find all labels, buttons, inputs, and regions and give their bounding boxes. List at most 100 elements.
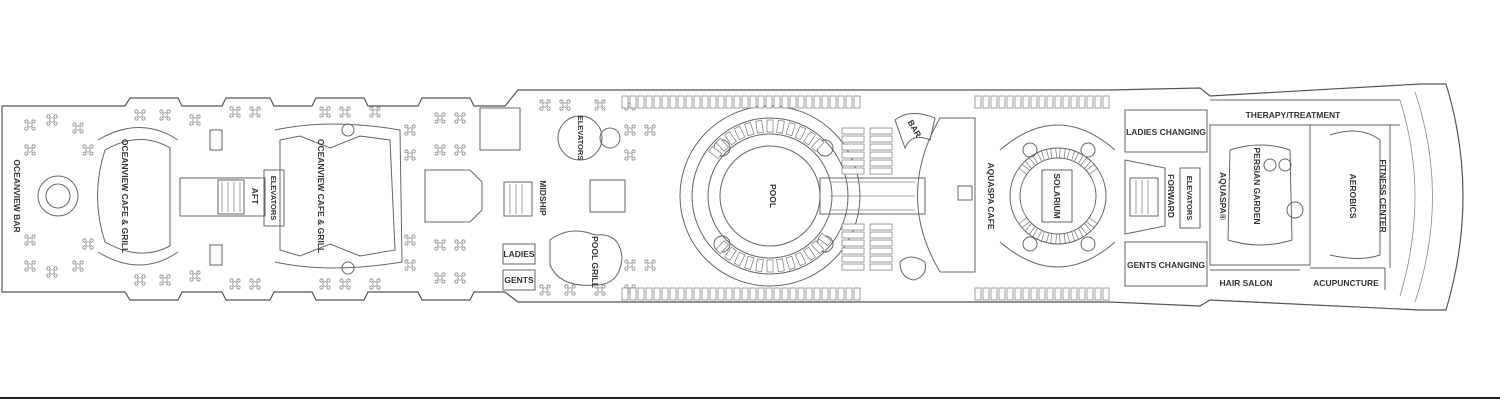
gents-changing-room (1124, 241, 1208, 287)
lounge-chair (841, 151, 865, 159)
table-cluster (249, 278, 261, 290)
pool-chair (724, 246, 737, 261)
pool-chair (785, 255, 796, 270)
lounge-chair (990, 287, 998, 301)
pool-chair (744, 255, 755, 270)
table-cluster (24, 144, 36, 156)
lounge-chair (741, 95, 749, 109)
pool-chair (715, 240, 730, 255)
pool-chair (755, 258, 764, 272)
pool-area (549, 105, 976, 287)
lounge-chair (741, 287, 749, 301)
table-cluster (134, 274, 146, 286)
table-cluster (82, 238, 94, 250)
lounge-chair (805, 287, 813, 301)
label-elevators-fwd: ELEVATORS (1185, 176, 1194, 221)
lounge-chair (685, 287, 693, 301)
lounge-chair (974, 287, 982, 301)
lounge-chair (841, 247, 865, 255)
lounge-chair (869, 159, 893, 167)
label-aquaspa-cafe: AQUASPA CAFE (986, 162, 996, 229)
label-pool: POOL (768, 184, 778, 208)
lounge-chair (709, 95, 717, 109)
table-cluster (189, 270, 201, 282)
label-oceanview-bar: OCEANVIEW BAR (12, 159, 22, 232)
pool-chair (733, 125, 746, 141)
lounge-chair (629, 95, 637, 109)
elevators-fwd-box (1179, 167, 1201, 229)
table-cluster (434, 144, 446, 156)
lounge-chair (1070, 287, 1078, 301)
lounge-chair (841, 239, 865, 247)
lounge-chair (1006, 95, 1014, 109)
lounge-chair (749, 95, 757, 109)
label-ladies: LADIES (503, 249, 535, 259)
lounge-chair (749, 287, 757, 301)
pool-chair (715, 137, 730, 152)
lounge-chair (841, 231, 865, 239)
lounge-chair (637, 95, 645, 109)
lounge-chair (1054, 95, 1062, 109)
lounge-chair (701, 287, 709, 301)
lounge-chair (1094, 287, 1102, 301)
pool-chair (744, 122, 755, 137)
lounge-chair (837, 95, 845, 109)
lounge-chair (869, 263, 893, 271)
ship-hull-outline (1, 83, 1464, 311)
lounge-chair (1094, 95, 1102, 109)
lounge-chair (773, 95, 781, 109)
lounge-chair (725, 95, 733, 109)
lounge-chair (765, 95, 773, 109)
lounge-chair (813, 287, 821, 301)
lounge-chair (661, 95, 669, 109)
lounge-chair (1022, 287, 1030, 301)
lounge-chair (869, 143, 893, 151)
table-cluster (24, 234, 36, 246)
lounge-chair (845, 287, 853, 301)
solarium-chair (1058, 147, 1066, 159)
lounge-chair (841, 223, 865, 231)
ladies-box (502, 243, 536, 265)
solarium-outer (1009, 147, 1107, 245)
lounge-chair (1086, 95, 1094, 109)
table-cluster (404, 124, 416, 136)
table-cluster (434, 239, 446, 251)
lounge-chair (1086, 287, 1094, 301)
table-cluster (404, 259, 416, 271)
table-cluster (594, 99, 606, 111)
table-cluster (339, 106, 351, 118)
lounge-chair (829, 95, 837, 109)
lounge-chair (841, 159, 865, 167)
lounge-chair (645, 95, 653, 109)
table-cluster (539, 99, 551, 111)
table-cluster (189, 114, 201, 126)
table-cluster (319, 278, 331, 290)
pool-chair (785, 122, 796, 137)
pool-chair (803, 246, 816, 261)
lounge-chairs (621, 95, 1110, 301)
solarium-chair (1050, 233, 1058, 245)
pool-chair (708, 145, 723, 160)
lounge-chair (869, 247, 893, 255)
lounge-chair (669, 95, 677, 109)
table-cluster (404, 234, 416, 246)
lounge-chair (990, 95, 998, 109)
lounge-chair (1054, 287, 1062, 301)
lounge-chair (982, 95, 990, 109)
lounge-chair (661, 287, 669, 301)
elevators-aft-box (263, 169, 285, 227)
lounge-chair (853, 95, 861, 109)
table-cluster (434, 112, 446, 124)
table-cluster (624, 149, 636, 161)
pool-chair (810, 240, 825, 255)
pool-chair (766, 119, 774, 133)
lounge-chair (669, 287, 677, 301)
pool-chair (776, 258, 785, 272)
lounge-chair (869, 223, 893, 231)
aft-section (37, 107, 536, 291)
lounge-chair (733, 287, 741, 301)
lounge-chair (1038, 95, 1046, 109)
lounge-chair (629, 287, 637, 301)
lounge-chair (797, 287, 805, 301)
lounge-chair (1102, 95, 1110, 109)
